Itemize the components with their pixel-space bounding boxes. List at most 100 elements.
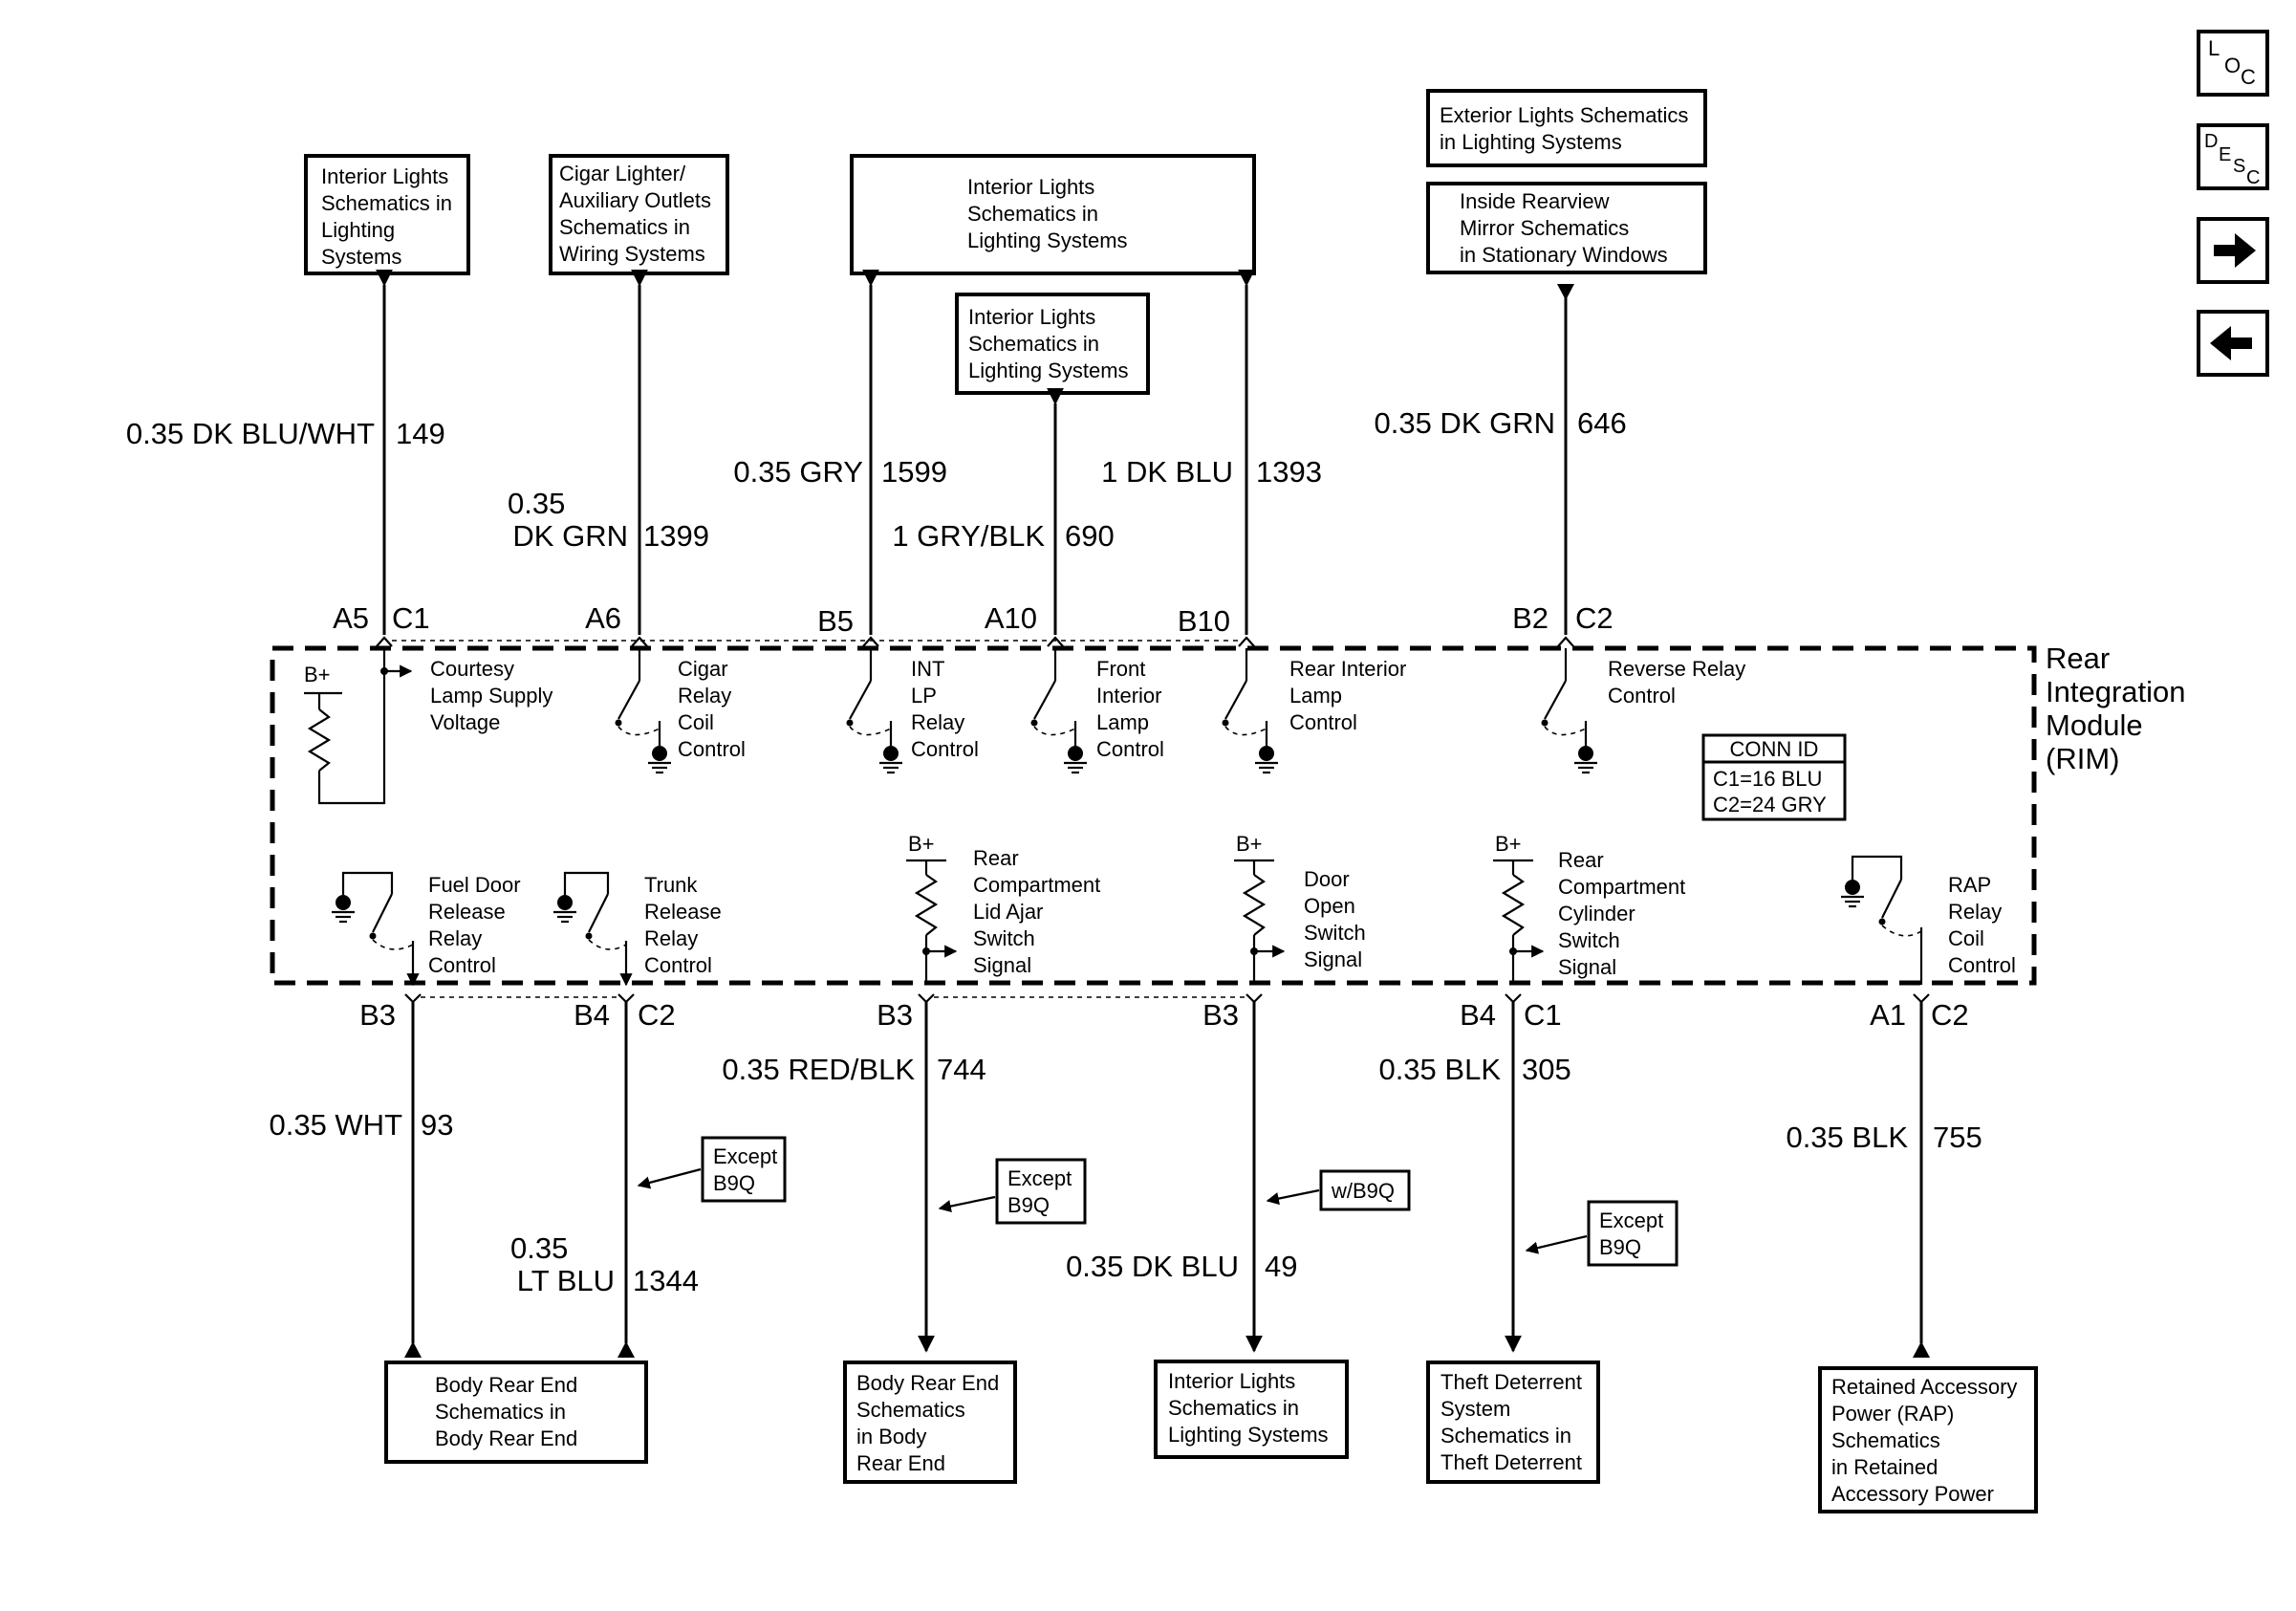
- wire-label-646: 0.35 DK GRN: [1374, 406, 1555, 440]
- label-trunk-2: Release: [644, 900, 722, 924]
- circuit-305: 305: [1522, 1053, 1571, 1086]
- top-box-6-line-3: in Stationary Windows: [1460, 243, 1668, 267]
- top-box-6-line-2: Mirror Schematics: [1460, 216, 1629, 240]
- label-rear-interior-2: Lamp: [1289, 684, 1342, 708]
- arrow-left-icon: [2210, 326, 2252, 360]
- top-box-2-line-3: Schematics in: [559, 215, 690, 239]
- connector-c2-bottom: C2: [638, 998, 676, 1032]
- top-box-1-line-1: Interior Lights: [321, 164, 448, 188]
- wire-label-744: 0.35 RED/BLK: [722, 1053, 915, 1086]
- top-wire-labels: 0.35 DK BLU/WHT 149 0.35 DK GRN 1399 0.3…: [126, 406, 1627, 553]
- top-box-2-line-2: Auxiliary Outlets: [559, 188, 711, 212]
- option-box-2: Except B9Q: [938, 1158, 1087, 1225]
- label-trunk-1: Trunk: [644, 873, 698, 897]
- b-plus-label-courtesy: B+: [304, 663, 331, 686]
- connector-c1-bottom: C1: [1524, 998, 1562, 1032]
- bottom-box-1-line-3: Body Rear End: [435, 1426, 577, 1450]
- circuit-149: 149: [396, 417, 445, 450]
- top-pin-ticks: [376, 636, 1574, 647]
- rim-title-line-4: (RIM): [2046, 742, 2119, 775]
- circuit-93: 93: [421, 1108, 453, 1142]
- label-courtesy-2: Lamp Supply: [430, 684, 552, 708]
- label-cigar-1: Cigar: [678, 657, 728, 681]
- switch-lid-ajar: B+: [906, 832, 958, 985]
- switch-cylinder: B+: [1493, 832, 1545, 985]
- label-int-lp-3: Relay: [911, 710, 964, 734]
- bottom-pins: B3 B4 C2 B3 B3 B4 C1 A1 C2: [359, 998, 1969, 1032]
- b-plus-label-cylinder: B+: [1495, 832, 1522, 856]
- conn-id-line-2: C2=24 GRY: [1713, 793, 1827, 816]
- label-lid-ajar-1: Rear: [973, 846, 1019, 870]
- desc-button[interactable]: D E S C: [2197, 123, 2269, 190]
- circuit-646: 646: [1577, 406, 1627, 440]
- top-box-1-line-4: Systems: [321, 245, 401, 269]
- label-lid-ajar-3: Lid Ajar: [973, 900, 1043, 924]
- desc-letter-4: C: [2246, 167, 2260, 188]
- wire-label-49: 0.35 DK BLU: [1066, 1250, 1239, 1283]
- label-fuel-door-2: Release: [428, 900, 506, 924]
- rim-module-outline: [270, 645, 2037, 986]
- relay-trunk: [553, 871, 633, 987]
- top-box-3: Interior Lights Schematics in Lighting S…: [850, 154, 1256, 275]
- pin-a6: A6: [585, 601, 621, 635]
- internal-top-labels: Courtesy Lamp Supply Voltage Cigar Relay…: [430, 657, 1745, 761]
- loc-letter-1: L: [2208, 36, 2220, 60]
- pin-b3-lid: B3: [877, 998, 913, 1032]
- label-door-open-3: Switch: [1304, 921, 1366, 945]
- top-box-1-line-2: Schematics in: [321, 191, 452, 215]
- connector-c2-top: C2: [1575, 601, 1614, 635]
- circuit-755: 755: [1933, 1121, 1982, 1154]
- top-box-2-line-1: Cigar Lighter/: [559, 162, 686, 185]
- top-box-3-line-3: Lighting Systems: [967, 229, 1128, 252]
- label-door-open-4: Signal: [1304, 947, 1362, 971]
- option-box-3-line-1: w/B9Q: [1331, 1179, 1395, 1203]
- bottom-box-2-line-2: Schematics: [856, 1398, 965, 1422]
- label-int-lp-2: LP: [911, 684, 937, 708]
- label-rap-3: Coil: [1948, 926, 1984, 950]
- bottom-box-2-line-4: Rear End: [856, 1451, 945, 1475]
- wire-label-1599: 0.35 GRY: [733, 455, 863, 489]
- bottom-box-2-line-3: in Body: [856, 1425, 926, 1448]
- bottom-box-2-line-1: Body Rear End: [856, 1371, 999, 1395]
- relay-rap: [1841, 855, 1923, 985]
- wire-label-690: 1 GRY/BLK: [892, 519, 1045, 553]
- wire-label-1344-line-2: LT BLU: [517, 1264, 615, 1297]
- top-box-6-line-1: Inside Rearview: [1460, 189, 1610, 213]
- loc-button[interactable]: L O C: [2197, 30, 2269, 97]
- top-pins: A5 C1 A6 B5 A10 B10 B2 C2: [333, 601, 1614, 638]
- bottom-box-5: Retained Accessory Power (RAP) Schematic…: [1818, 1366, 2038, 1513]
- top-box-5-line-1: Exterior Lights Schematics: [1440, 103, 1688, 127]
- top-box-4-line-1: Interior Lights: [968, 305, 1095, 329]
- label-front-interior-2: Interior: [1096, 684, 1161, 708]
- rim-title-line-2: Integration: [2046, 675, 2186, 708]
- circuit-49: 49: [1265, 1250, 1297, 1283]
- label-cylinder-3: Cylinder: [1558, 902, 1635, 925]
- option-box-2-line-2: B9Q: [1007, 1193, 1050, 1217]
- ground-icon: [1255, 746, 1278, 774]
- label-lid-ajar-2: Compartment: [973, 873, 1100, 897]
- relay-fuel-door: [332, 871, 420, 987]
- pin-a1-rap: A1: [1870, 998, 1906, 1032]
- wire-label-1393: 1 DK BLU: [1101, 455, 1233, 489]
- next-button[interactable]: [2197, 217, 2269, 284]
- ground-icon: [553, 895, 576, 924]
- label-door-open-2: Open: [1304, 894, 1355, 918]
- connector-c2-rap: C2: [1931, 998, 1969, 1032]
- label-rap-1: RAP: [1948, 873, 1991, 897]
- label-cylinder-2: Compartment: [1558, 875, 1685, 899]
- wire-label-93: 0.35 WHT: [269, 1108, 402, 1142]
- conn-id-title: CONN ID: [1730, 737, 1819, 761]
- connector-c1-top: C1: [392, 601, 430, 635]
- top-box-3-line-2: Schematics in: [967, 202, 1098, 226]
- bottom-box-3-line-1: Interior Lights: [1168, 1369, 1295, 1393]
- pin-b3-door: B3: [1202, 998, 1239, 1032]
- pin-b5: B5: [817, 604, 854, 638]
- prev-button[interactable]: [2197, 310, 2269, 377]
- bottom-box-3-line-2: Schematics in: [1168, 1396, 1299, 1420]
- option-box-4-line-2: B9Q: [1599, 1235, 1641, 1259]
- circuit-1344: 1344: [633, 1264, 699, 1297]
- wire-label-1344-line-1: 0.35: [510, 1231, 568, 1265]
- top-box-1: Interior Lights Schematics in Lighting S…: [304, 154, 470, 275]
- ground-icon: [1841, 880, 1864, 908]
- top-wires: [376, 269, 1574, 635]
